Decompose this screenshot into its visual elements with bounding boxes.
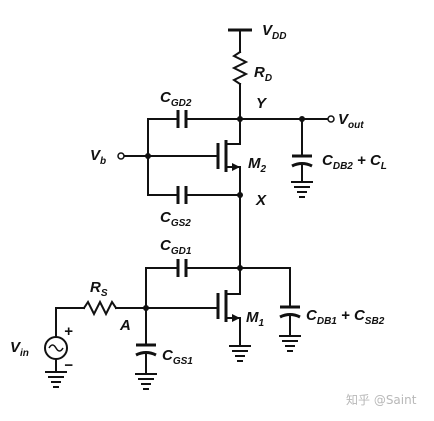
ground-icon xyxy=(135,373,157,390)
vin-label: Vin xyxy=(10,339,29,359)
cdb2-cl-label: CDB2 + CL xyxy=(322,152,387,172)
resistor-icon xyxy=(82,299,118,317)
node-x-label: X xyxy=(255,192,267,209)
watermark: 知乎 @Saint xyxy=(346,393,417,407)
vdd-rail xyxy=(228,28,252,53)
cgd1-label: CGD1 xyxy=(160,237,192,257)
rs-label: RS xyxy=(90,279,108,299)
vout-terminal xyxy=(327,115,335,123)
cgs2-label: CGS2 xyxy=(160,209,191,229)
resistor-icon xyxy=(231,50,249,86)
nmos-transistor-icon xyxy=(216,118,241,196)
vout-line xyxy=(239,115,335,123)
capacitor-cgd1 xyxy=(145,259,241,309)
resistor-rs xyxy=(55,299,147,339)
resistor-rd xyxy=(231,50,249,119)
ground-icon xyxy=(229,345,251,362)
transistor-m1 xyxy=(145,267,251,362)
cgs1-label: CGS1 xyxy=(162,347,193,367)
vdd-label: VDD xyxy=(262,22,286,42)
vin-source xyxy=(44,336,68,388)
vb-label: Vb xyxy=(90,147,106,167)
capacitor-cgs1 xyxy=(135,307,157,390)
vin-plus: + xyxy=(64,323,73,340)
rd-label: RD xyxy=(254,64,272,84)
nmos-transistor-icon xyxy=(216,267,241,347)
ground-icon xyxy=(291,181,313,198)
capacitor-cdb1-csb2 xyxy=(239,267,301,352)
vb-terminal xyxy=(117,152,125,160)
node-a-label: A xyxy=(119,317,131,334)
capacitor-cgs2 xyxy=(147,155,241,204)
cgd2-label: CGD2 xyxy=(160,89,192,109)
capacitor-cdb2-cl xyxy=(291,118,313,198)
vout-label: Vout xyxy=(338,111,364,131)
ground-icon xyxy=(279,335,301,352)
m2-label: M2 xyxy=(248,155,267,175)
transistor-m2 xyxy=(121,118,241,196)
capacitor-cgd2 xyxy=(147,110,241,157)
cdb1-csb2-label: CDB1 + CSB2 xyxy=(306,307,385,327)
node-y-label: Y xyxy=(256,95,268,112)
m1-label: M1 xyxy=(246,309,265,329)
vin-minus: − xyxy=(64,357,73,374)
ground-icon xyxy=(45,371,67,388)
